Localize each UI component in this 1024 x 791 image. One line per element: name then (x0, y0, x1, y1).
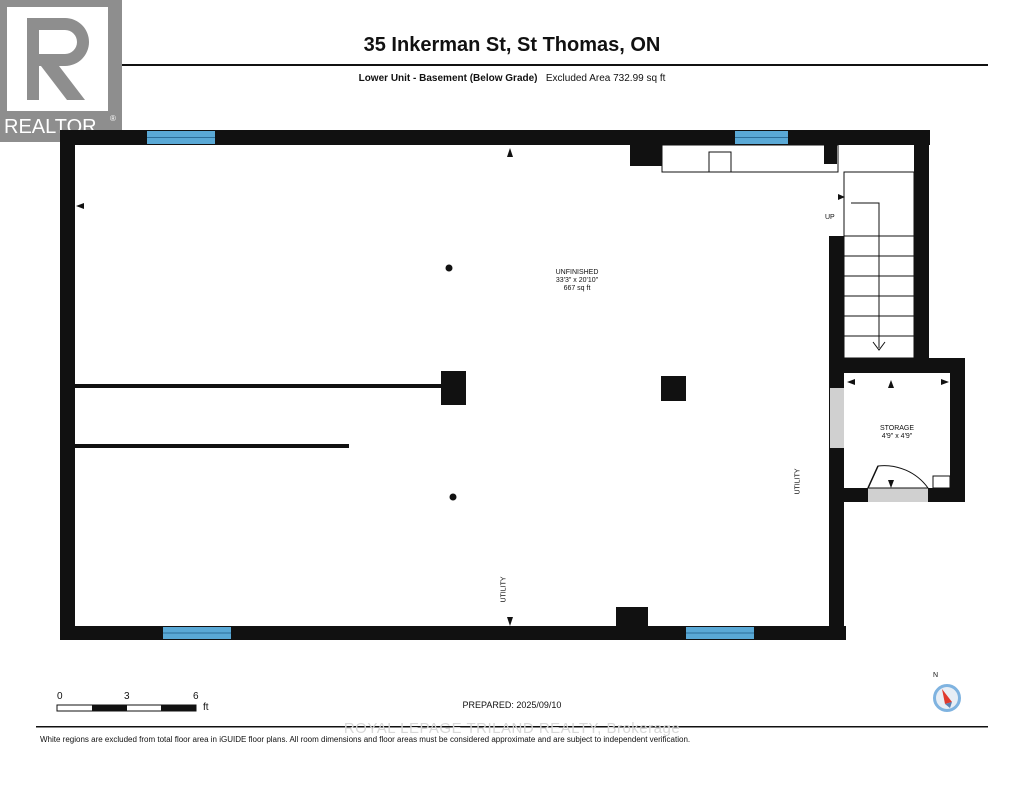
room-unfinished: UNFINISHED 33'3" x 20'10" 667 sq ft (527, 269, 627, 293)
footer-disclaimer: White regions are excluded from total fl… (40, 735, 691, 744)
room-name: STORAGE (879, 425, 915, 432)
utility-label-right: UTILITY (794, 468, 802, 495)
dot-1 (445, 264, 453, 272)
scale-tick-3: 3 (124, 691, 130, 702)
storage-details (830, 388, 951, 502)
scale-unit: ft (203, 702, 209, 713)
post-1 (441, 371, 466, 405)
excluded-area: Excluded Area 732.99 sq ft (545, 73, 666, 84)
wall-storage-top (829, 358, 965, 373)
wall-top (60, 130, 930, 145)
prepared-date: PREPARED: 2025/09/10 (462, 700, 562, 710)
partition-1 (75, 384, 447, 388)
unit-label: Lower Unit - Basement (Below Grade) (358, 73, 538, 84)
wall-stair-right (914, 130, 929, 366)
realtor-logo (0, 0, 122, 142)
stairs-up-label: UP (825, 214, 835, 221)
utility-label-bottom: UTILITY (500, 576, 508, 603)
page-title: 35 Inkerman St, St Thomas, ON (363, 34, 661, 56)
dot-2 (449, 493, 457, 501)
room-dims: 33'3" x 20'10" (555, 277, 599, 284)
wall-bottom (60, 626, 846, 640)
compass-icon (931, 682, 963, 714)
logo-registered: ® (110, 114, 116, 123)
subtitle: Lower Unit - Basement (Below Grade) Excl… (0, 73, 1024, 84)
watermark: ROYAL LEPAGE TRILAND REALTY, Brokerage (343, 720, 681, 737)
partition-2 (75, 444, 349, 448)
windows (147, 131, 788, 639)
header-rule (122, 64, 988, 66)
chimney-top (630, 143, 662, 166)
room-area: 667 sq ft (563, 285, 591, 292)
scale-tick-6: 6 (193, 691, 199, 702)
room-dims: 4'9" x 4'9" (881, 433, 913, 440)
scale-bar (56, 704, 197, 712)
post-2 (661, 376, 686, 401)
counters (661, 144, 839, 173)
wall-storage-right (950, 365, 965, 500)
arrows (76, 148, 949, 626)
wall-left (60, 130, 75, 640)
room-name: UNFINISHED (555, 269, 599, 276)
compass-north-label: N (933, 672, 939, 679)
stairs (843, 171, 915, 359)
chimney-bottom (616, 607, 648, 629)
footer-rule (36, 726, 988, 728)
room-storage: STORAGE 4'9" x 4'9" (857, 425, 937, 441)
walls (60, 130, 965, 640)
scale-tick-0: 0 (57, 691, 63, 702)
small-block (824, 143, 837, 164)
